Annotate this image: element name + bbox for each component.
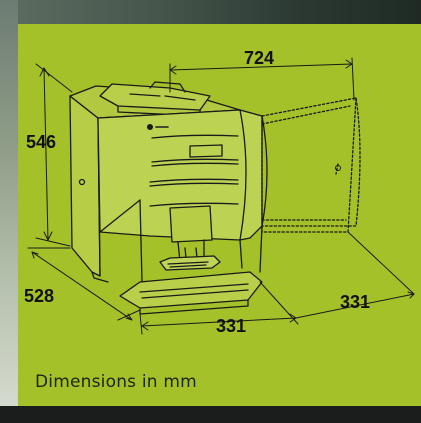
background-top xyxy=(0,0,421,24)
background-bottom-bar xyxy=(0,406,421,423)
dimension-width-open-label: 724 xyxy=(244,48,275,68)
dimension-lines xyxy=(27,57,415,335)
dimension-height-label: 546 xyxy=(26,132,57,152)
dimension-width-label: 331 xyxy=(216,316,247,336)
background-left xyxy=(0,0,18,423)
open-door-outline xyxy=(261,97,361,233)
caption: Dimensions in mm xyxy=(35,372,197,392)
dimension-door-width-label: 331 xyxy=(340,292,371,312)
machine-body xyxy=(69,81,268,315)
dimension-depth-label: 528 xyxy=(24,286,55,306)
